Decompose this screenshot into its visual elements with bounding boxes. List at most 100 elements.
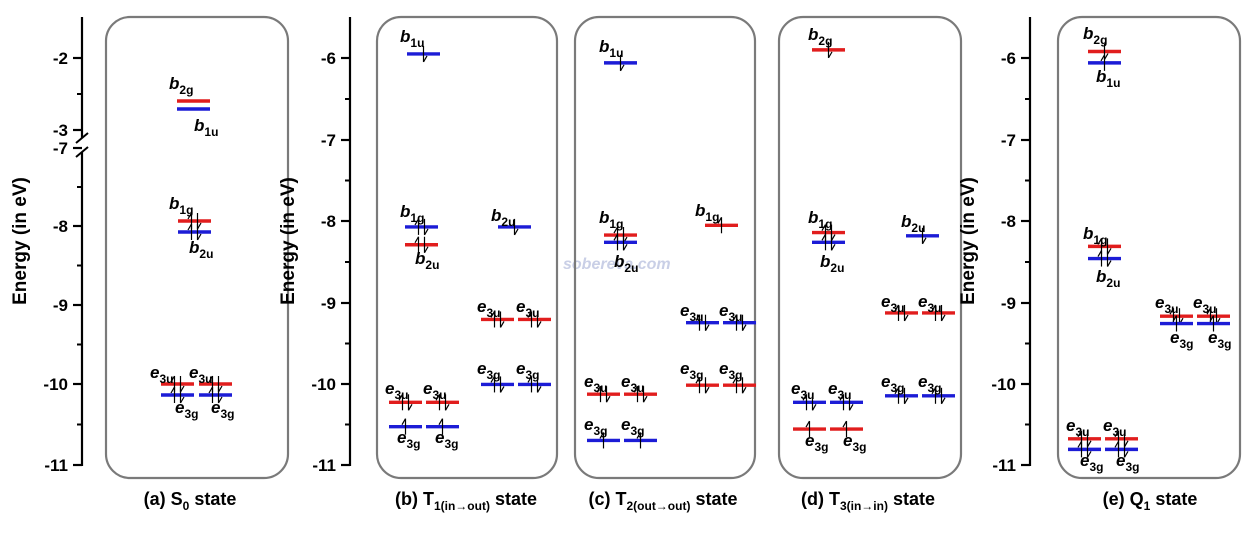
orbital-level-e3u: e3u: [1066, 416, 1101, 448]
orbital-label: b1u: [194, 116, 218, 139]
watermark-text: sobereva.com: [563, 256, 671, 273]
tick-label: -8: [1001, 212, 1016, 231]
orbital-label: e3u: [621, 372, 644, 395]
orbital-label: b2u: [1096, 267, 1120, 290]
panel-frame-0: [104, 15, 290, 480]
orbital-level-e3g: e3g: [881, 372, 918, 405]
orbital-level-e3g: e3g: [621, 415, 657, 449]
orbital-label: e3u: [385, 379, 408, 402]
orbital-label: b2u: [189, 238, 213, 261]
orbital-label: b2u: [820, 252, 844, 275]
orbital-level-b2u: b2u: [604, 234, 638, 275]
orbital-label: b1u: [400, 27, 424, 50]
y-axis-label: Energy (in eV): [278, 177, 299, 305]
orbital-label: e3g: [584, 415, 607, 438]
orbital-level-e3u: e3u: [719, 301, 756, 332]
orbital-label: e3u: [516, 297, 539, 320]
orbital-level-b2u: b2u: [178, 223, 213, 261]
orbital-label: e3g: [477, 359, 500, 382]
orbital-label: b1g: [1083, 224, 1107, 247]
orbital-level-e3u: e3u: [918, 292, 955, 322]
orbital-label: e3g: [621, 415, 644, 438]
orbital-label: e3g: [1080, 451, 1103, 474]
orbital-label: b1u: [1096, 67, 1120, 90]
orbital-label: e3u: [918, 292, 941, 315]
orbital-label: b2g: [1083, 24, 1107, 47]
orbital-label: e3g: [397, 428, 420, 451]
panel-frame-3: [777, 15, 963, 480]
panel-frame-1: [375, 15, 559, 480]
orbital-level-e3g: e3g: [793, 420, 828, 454]
orbital-level-b1g: b1g: [400, 202, 438, 236]
orbital-label: e3u: [189, 363, 212, 386]
tick-label: -10: [43, 375, 68, 394]
orbital-level-b2g: b2g: [1083, 24, 1121, 60]
orbital-label: e3u: [791, 379, 814, 402]
orbital-label: e3u: [1193, 293, 1216, 316]
orbital-level-e3u: e3u: [477, 297, 514, 328]
orbital-label: e3u: [150, 363, 173, 386]
orbital-label: b2g: [808, 25, 832, 48]
panel-frame-4: [1056, 15, 1242, 480]
orbital-label: e3g: [516, 359, 539, 382]
tick-label: -11: [44, 456, 68, 475]
orbital-label: e3u: [719, 301, 742, 324]
orbital-level-e3g: e3g: [426, 418, 459, 451]
orbital-level-e3g: e3g: [1197, 315, 1231, 351]
tick-label: -11: [312, 456, 336, 475]
orbital-label: b1g: [599, 208, 623, 231]
orbital-label: e3g: [918, 372, 941, 395]
y-axis-label: Energy (in eV): [10, 177, 31, 305]
orbital-level-b1u: b1u: [599, 37, 637, 72]
orbital-label: b2u: [491, 206, 515, 229]
orbital-label: e3g: [175, 398, 198, 421]
orbital-level-b2u: b2u: [1088, 250, 1121, 290]
orbital-level-b2u: b2u: [491, 206, 531, 236]
orbital-level-e3g: e3g: [389, 418, 422, 451]
orbital-label: b1g: [169, 194, 193, 217]
orbital-level-e3g: e3g: [830, 420, 866, 454]
orbital-level-b1g: b1g: [808, 208, 845, 241]
orbital-level-b2u: b2u: [901, 212, 939, 245]
orbital-level-e3g: e3g: [199, 386, 234, 421]
orbital-label: e3u: [680, 301, 703, 324]
orbital-label: b1g: [695, 201, 719, 224]
orbital-level-b2g: b2g: [808, 25, 845, 59]
tick-label: -6: [321, 49, 336, 68]
orbital-level-e3g: e3g: [516, 359, 551, 393]
orbital-label: e3g: [805, 431, 828, 454]
orbital-level-b2g: b2g: [169, 74, 210, 103]
orbital-level-e3u: e3u: [828, 379, 863, 411]
orbital-label: b1u: [599, 37, 623, 60]
y-axis-label: Energy (in eV): [958, 177, 979, 305]
orbital-level-e3g: e3g: [161, 386, 198, 421]
orbital-level-e3u: e3u: [150, 363, 194, 393]
orbital-label: e3u: [423, 379, 446, 402]
orbital-level-e3u: e3u: [680, 301, 719, 332]
orbital-label: e3g: [881, 372, 904, 395]
tick-label: -10: [311, 375, 336, 394]
tick-label: -9: [53, 296, 68, 315]
tick-label: -7: [53, 139, 68, 158]
tick-label: -10: [991, 375, 1016, 394]
orbital-level-e3u: e3u: [791, 379, 826, 411]
tick-label: -9: [321, 294, 336, 313]
panel-caption-0: (a) S0 state: [144, 489, 237, 513]
orbital-label: e3u: [1155, 293, 1178, 316]
orbital-level-b1u: b1u: [1088, 54, 1121, 90]
orbital-label: e3g: [719, 359, 742, 382]
orbital-label: b2g: [169, 74, 193, 97]
orbital-level-b1g: b1g: [695, 201, 738, 234]
orbital-level-e3g: e3g: [1160, 315, 1193, 351]
orbital-label: b2u: [614, 252, 638, 275]
panel-caption-4: (e) Q1 state: [1103, 489, 1198, 513]
orbital-level-e3u: e3u: [1103, 416, 1138, 448]
orbital-label: e3g: [1208, 328, 1231, 351]
orbital-level-e3u: e3u: [385, 379, 422, 411]
tick-label: -8: [53, 217, 68, 236]
tick-label: -8: [321, 212, 336, 231]
orbital-label: e3u: [881, 292, 904, 315]
orbital-level-e3u: e3u: [584, 372, 620, 403]
